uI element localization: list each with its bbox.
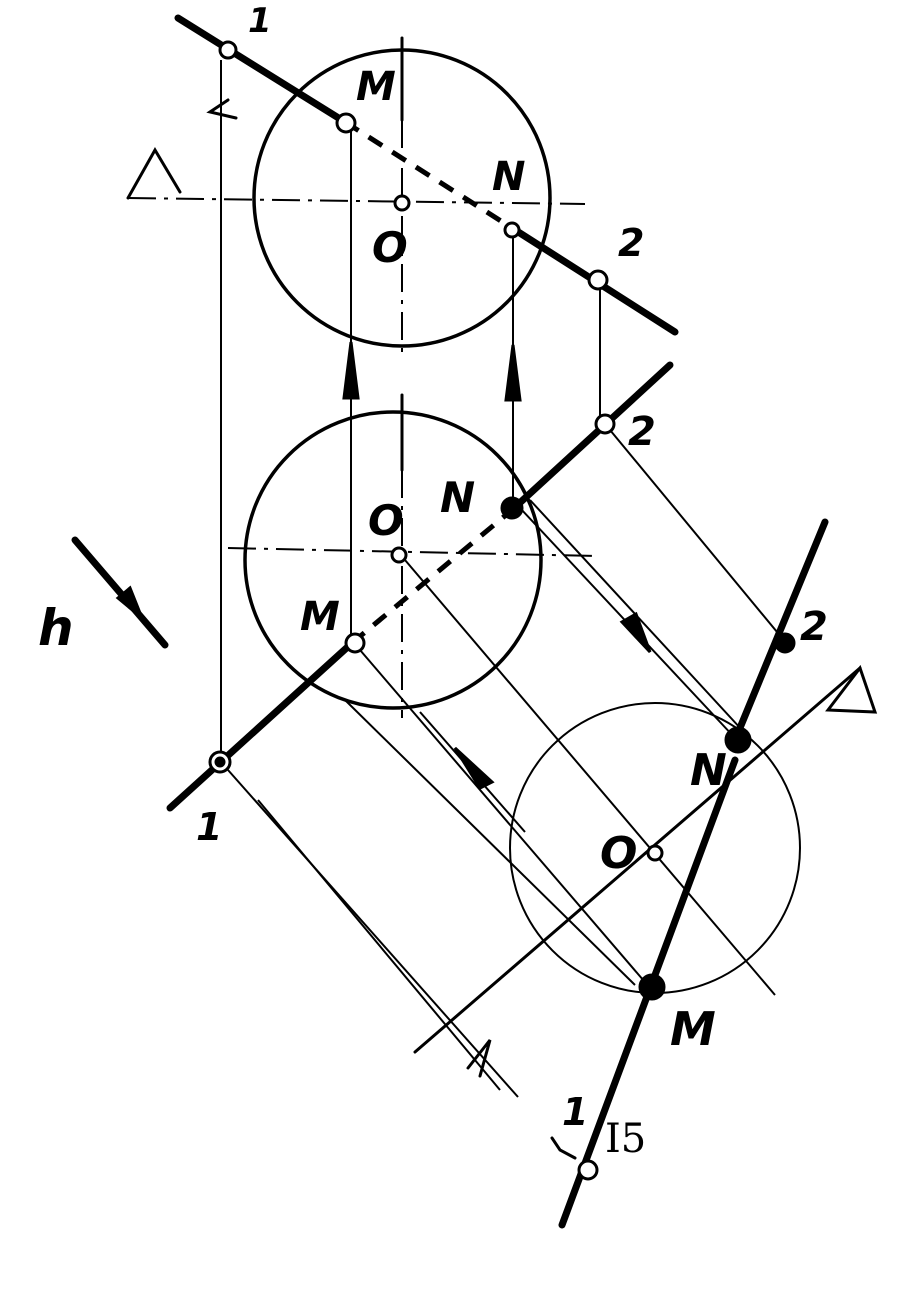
axis-diagonal-right	[413, 666, 862, 1054]
circle-mid	[243, 410, 543, 710]
tick-mark-1-right	[550, 1136, 577, 1160]
projector-M-diag-a	[359, 649, 651, 989]
point-N-top	[503, 221, 521, 239]
line-12-right-top	[731, 518, 829, 744]
circle-top	[252, 48, 552, 348]
label-N-mid: N	[440, 473, 475, 522]
projection-lines	[206, 60, 601, 762]
direction-h: h	[38, 536, 169, 657]
label-O-top: O	[372, 223, 408, 272]
point-1-top	[218, 40, 238, 60]
point-N-right	[724, 726, 752, 754]
label-N-top: N	[492, 154, 525, 200]
delta-symbol-right	[825, 664, 878, 714]
axis-horizontal-top	[127, 197, 586, 205]
point-O-right	[646, 844, 664, 862]
projector-2-diag	[609, 429, 783, 639]
line-12-mid-bottom	[166, 639, 356, 812]
diagonal-projectors	[227, 429, 783, 1098]
line-12-mid-top	[508, 361, 674, 514]
label-M-right: M	[670, 1002, 716, 1056]
label-1-right: 1	[562, 1090, 588, 1134]
projector-M-diag-b	[344, 699, 636, 986]
label-M-mid: M	[300, 594, 340, 640]
point-1-mid-inner	[214, 756, 226, 768]
tick-mark-bottom	[466, 1039, 492, 1078]
label-2-right: 2	[800, 604, 828, 650]
line-12-top-hidden	[343, 119, 514, 231]
point-1-right	[577, 1159, 599, 1181]
label-O-right: O	[600, 828, 637, 879]
point-M-mid	[344, 632, 366, 654]
label-2-top: 2	[618, 221, 644, 265]
right-view: 2 N O M 1 I5	[413, 518, 878, 1229]
direction-h-arrow	[115, 585, 144, 620]
label-1-top: 1	[248, 1, 272, 41]
axis-horizontal-mid	[227, 547, 599, 557]
projector-1-diag	[227, 769, 519, 1098]
projector-O-diag	[404, 559, 776, 996]
point-2-mid	[594, 413, 616, 435]
point-M-right	[638, 973, 666, 1001]
projector-1-diag-b	[257, 799, 501, 1091]
middle-view: 2 O N M 1	[166, 361, 674, 849]
label-h: h	[38, 599, 74, 657]
point-M-top	[335, 112, 357, 134]
delta-symbol-top	[126, 147, 182, 200]
point-2-right	[774, 632, 796, 654]
label-M-top: M	[356, 64, 396, 110]
arrow-N-up	[504, 344, 522, 402]
label-N-right: N	[690, 745, 727, 796]
tick-mark-left	[206, 98, 238, 120]
top-view: 1 M N O 2	[126, 1, 679, 360]
point-2-top	[587, 269, 609, 291]
label-1-mid: 1	[196, 805, 222, 849]
arrow-N-diag	[619, 611, 652, 654]
line-12-mid-hidden	[350, 508, 514, 645]
point-O-mid	[390, 546, 408, 564]
arrow-M-up	[342, 341, 360, 400]
point-N-mid	[500, 496, 524, 520]
label-2-mid: 2	[628, 409, 656, 455]
point-O-top	[393, 194, 411, 212]
arrow-up-left	[453, 746, 495, 790]
figure-number: I5	[605, 1116, 646, 1162]
label-O-mid: O	[368, 496, 404, 545]
line-12-top-left	[174, 14, 349, 126]
direction-h-line	[71, 536, 169, 649]
